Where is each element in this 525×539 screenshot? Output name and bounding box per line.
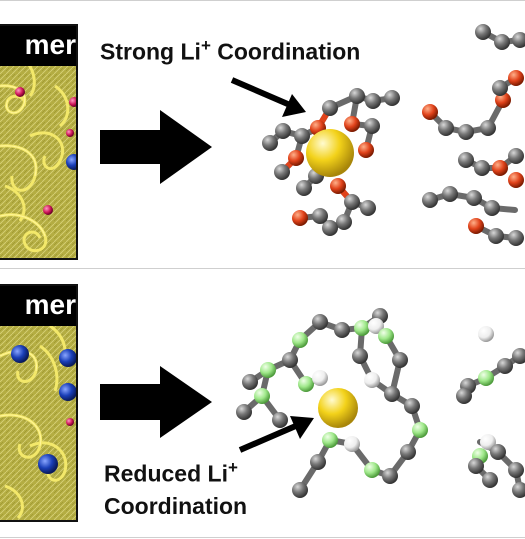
top-border: [0, 0, 525, 1]
top-cluster-atoms: [262, 24, 525, 246]
bottom-cluster-atoms: [236, 308, 525, 498]
bottom-polymer-panel: mer: [0, 284, 78, 522]
bottom-coordination-label-line2: Coordination: [104, 493, 248, 519]
cation-dot: [69, 97, 76, 107]
lithium-ion-top: [306, 129, 354, 177]
cation-dot: [43, 205, 53, 215]
top-polymer-panel: mer: [0, 24, 78, 260]
cation-dot: [66, 418, 74, 426]
anion-sphere: [59, 383, 76, 401]
arrow-right-icon: [100, 366, 212, 438]
cation-dot: [15, 87, 25, 97]
lithium-ion-bottom: [318, 388, 358, 428]
bottom-border: [0, 537, 525, 538]
pointer-arrow-icon: [238, 416, 314, 453]
top-panel-header: mer: [0, 26, 76, 66]
middle-divider: [0, 268, 525, 269]
anion-sphere: [38, 454, 58, 474]
cation-dot: [66, 129, 74, 137]
bottom-coordination-label-line1: Reduced Li+: [104, 458, 238, 487]
anion-sphere: [59, 349, 76, 367]
anion-sphere: [66, 154, 76, 170]
top-coordination-label: Strong Li+ Coordination: [100, 36, 361, 65]
arrow-right-icon: [100, 110, 212, 184]
bottom-panel-header: mer: [0, 286, 76, 326]
anion-sphere: [11, 345, 29, 363]
pointer-arrow-icon: [230, 77, 306, 117]
